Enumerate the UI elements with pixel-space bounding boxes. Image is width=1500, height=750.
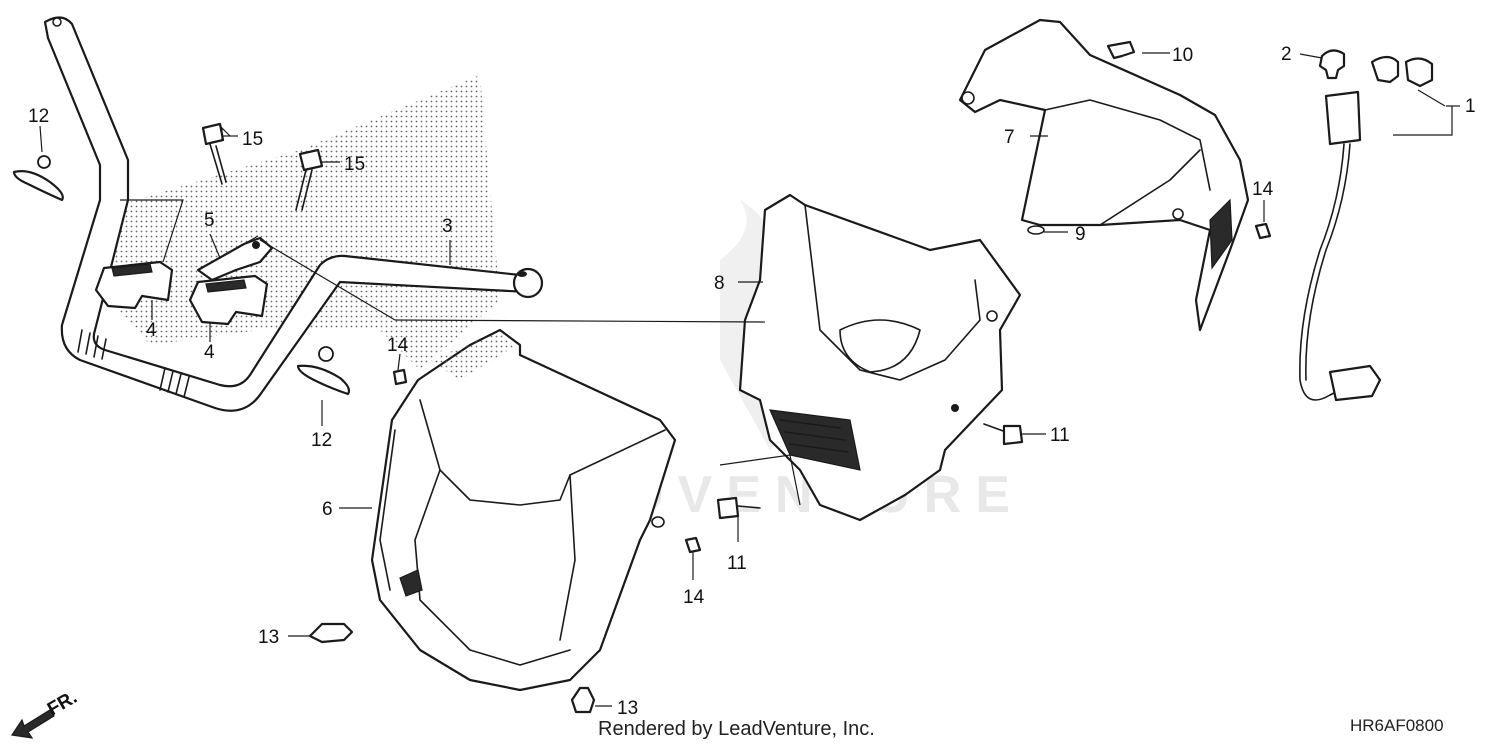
trim-clip-13-a [308,622,354,644]
callout-8: 8 [714,273,725,294]
callout-7: 7 [1004,127,1015,148]
callout-3: 3 [442,216,453,237]
callout-4-a: 4 [146,320,157,341]
screw-14-b [684,536,702,554]
callout-4-b: 4 [204,342,215,363]
cable-band-12-b [296,346,351,396]
ignition-switch [1299,55,1434,402]
trim-clip-13-b [570,686,596,714]
front-cover [370,328,677,692]
diagram-code: HR6AF0800 [1350,716,1444,735]
screw-14-c [1254,222,1272,240]
callout-14-c: 14 [1252,179,1274,200]
bolt-11-a [983,423,1024,446]
cap-2 [1318,49,1346,80]
callout-10: 10 [1172,45,1193,66]
bolt-15-b [295,148,324,211]
cable-band-12-a [12,155,64,202]
screw-14-a [392,368,408,386]
front-direction-arrow: FR. [10,687,81,739]
callout-11-b: 11 [727,553,747,574]
meter-visor [958,18,1250,332]
callout-14-a: 14 [387,335,409,356]
callout-12-b: 12 [311,430,332,451]
headlight-case [738,193,1022,522]
bolt-11-b [716,496,761,520]
callout-14-b: 14 [683,587,705,608]
handlebar [43,16,544,412]
callout-15-b: 15 [344,154,365,175]
callout-15-a: 15 [242,129,263,150]
callout-13-a: 13 [258,627,279,648]
handlebar-holder-upper [188,274,269,326]
callouts: 1 2 3 4 4 5 6 7 8 9 10 11 11 12 12 13 13… [28,44,1476,719]
nut-9 [1027,225,1045,235]
render-credit: Rendered by LeadVenture, Inc. [598,718,875,740]
callout-11-a: 11 [1050,425,1070,446]
callout-13-b: 13 [617,698,638,719]
callout-12-a: 12 [28,106,49,127]
callout-9: 9 [1075,224,1086,245]
callout-5: 5 [204,210,215,231]
callout-2: 2 [1281,44,1292,65]
handlebar-holder-lower [94,260,174,310]
leader-lines [39,52,1460,707]
bolt-15-a [201,122,227,185]
callout-6: 6 [322,499,333,520]
clip-10 [1106,40,1136,60]
callout-1: 1 [1465,96,1476,117]
